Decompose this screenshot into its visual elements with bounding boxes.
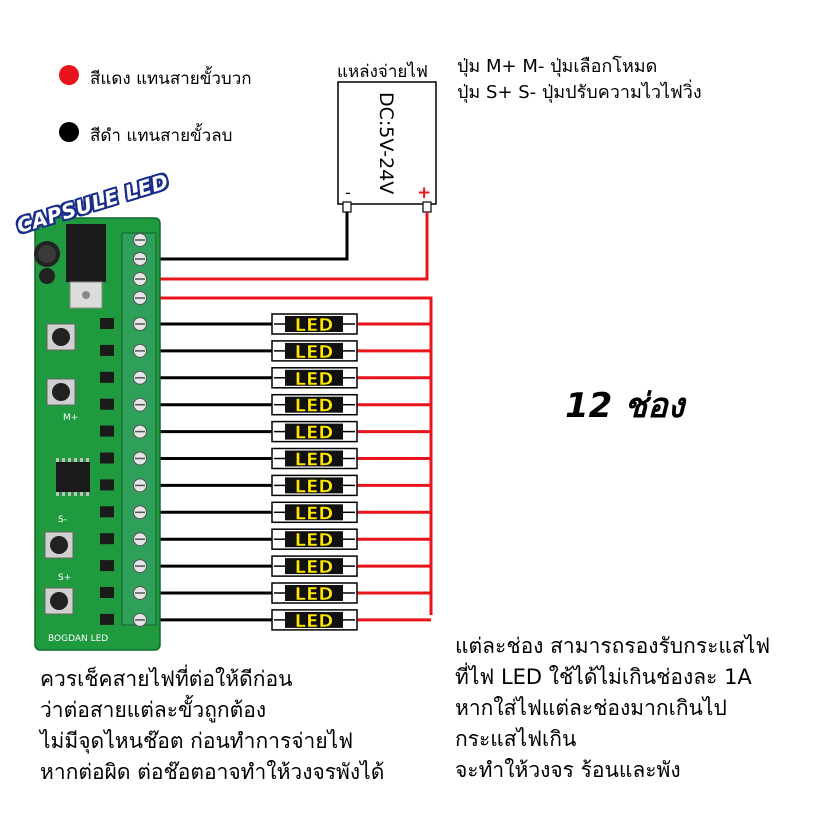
- wiring-warning-line: หากต่อผิด ต่อช๊อตอาจทำให้วงจรพังได้: [40, 760, 385, 784]
- led-module: LED: [271, 609, 358, 632]
- s-plus-silkscreen: S+: [58, 573, 71, 583]
- power-minus-label: -: [345, 183, 351, 202]
- led-module: LED: [271, 582, 358, 605]
- power-supply-box: DC:5V-24V - +: [337, 81, 437, 213]
- led-module: LED: [271, 393, 358, 417]
- mosfet-chip: [100, 533, 114, 545]
- led-label: LED: [295, 450, 334, 471]
- mosfet-chip: [100, 506, 114, 518]
- channel-group: LED LED LED LED LED LED LED LED LED LED LED LED: [156, 313, 431, 632]
- current-warning-line: หากใส่ไฟแต่ละช่องมากเกินไป: [455, 696, 727, 720]
- led-module: LED: [271, 501, 358, 525]
- led-label: LED: [295, 557, 334, 578]
- red-dot-icon: [59, 65, 79, 85]
- mosfet-chip: [100, 452, 114, 464]
- mosfet-chip: [100, 587, 114, 598]
- led-label: LED: [295, 503, 334, 524]
- led-label: LED: [295, 476, 334, 497]
- legend-positive-text: สีแดง แทนสายขั้วบวก: [90, 69, 252, 89]
- power-supply-title: แหล่งจ่ายไฟ: [337, 62, 428, 82]
- channel-count-label: 12 ช่อง: [565, 386, 685, 426]
- s-plus-button: [44, 587, 74, 615]
- current-warning-line: กระแสไฟเกิน: [455, 727, 577, 751]
- wiring-warning-line: ควรเช็คสายไฟที่ต่อให้ดีก่อน: [40, 667, 293, 691]
- m-plus-silkscreen: M+: [63, 413, 78, 423]
- wiring-warning: ควรเช็คสายไฟที่ต่อให้ดีก่อน ว่าต่อสายแต่…: [40, 664, 384, 788]
- current-warning: แต่ละช่อง สามารถรองรับกระแสไฟ ที่ไฟ LED …: [455, 631, 770, 786]
- led-module: LED: [271, 528, 358, 552]
- mode-button-note: ปุ่ม M+ M- ปุ่มเลือกโหมด: [457, 56, 658, 77]
- current-warning-line: ที่ไฟ LED ใช้ได้ไม่เกินช่องละ 1A: [455, 665, 752, 689]
- s-minus-silkscreen: S-: [58, 515, 67, 525]
- power-plus-label: +: [417, 183, 431, 203]
- led-module: LED: [271, 367, 358, 390]
- led-label: LED: [295, 584, 334, 605]
- speed-button-note: ปุ่ม S+ S- ปุ่มปรับความไวไฟวิ่ง: [457, 82, 702, 103]
- led-label: LED: [295, 530, 334, 551]
- current-warning-line: แต่ละช่อง สามารถรองรับกระแสไฟ: [455, 634, 771, 658]
- mosfet-chip: [100, 560, 114, 572]
- wiring-warning-line: ไม่มีจุดไหนช๊อต ก่อนทำการจ่ายไฟ: [40, 729, 354, 753]
- mosfet-chip: [100, 398, 114, 410]
- led-label: LED: [295, 611, 334, 632]
- led-module: LED: [271, 447, 358, 471]
- led-module: LED: [271, 340, 358, 363]
- led-label: LED: [295, 396, 334, 417]
- led-label: LED: [295, 369, 334, 390]
- led-module: LED: [271, 555, 358, 578]
- wiring-warning-line: ว่าต่อสายแต่ละขั้วถูกต้อง: [40, 698, 267, 722]
- led-label: LED: [295, 342, 334, 363]
- mosfet-chip: [100, 425, 114, 437]
- mosfet-chip: [100, 344, 114, 356]
- led-label: LED: [295, 423, 334, 444]
- board-maker-silkscreen: BOGDAN LED: [48, 634, 108, 644]
- current-warning-line: จะทำให้วงจร ร้อนและพัง: [455, 758, 681, 782]
- led-label: LED: [295, 315, 334, 336]
- mosfet-chip: [100, 318, 114, 329]
- mosfet-chip: [100, 613, 114, 625]
- power-supply-rating: DC:5V-24V: [375, 92, 397, 194]
- m-plus-button: [46, 378, 76, 406]
- led-module: LED: [271, 474, 358, 498]
- black-dot-icon: [59, 122, 79, 142]
- mosfet-chip: [100, 371, 114, 383]
- led-module: LED: [271, 313, 358, 336]
- mosfet-chip: [100, 479, 114, 491]
- legend-negative-text: สีดำ แทนสายขั้วลบ: [90, 126, 233, 146]
- led-module: LED: [271, 420, 358, 444]
- positive-bus: [160, 296, 433, 615]
- m-minus-button: [46, 323, 76, 351]
- s-minus-button: [44, 531, 74, 559]
- controller-board: M+ S- S+ BOGDAN LED: [34, 217, 161, 651]
- power-input-wires: [160, 212, 429, 281]
